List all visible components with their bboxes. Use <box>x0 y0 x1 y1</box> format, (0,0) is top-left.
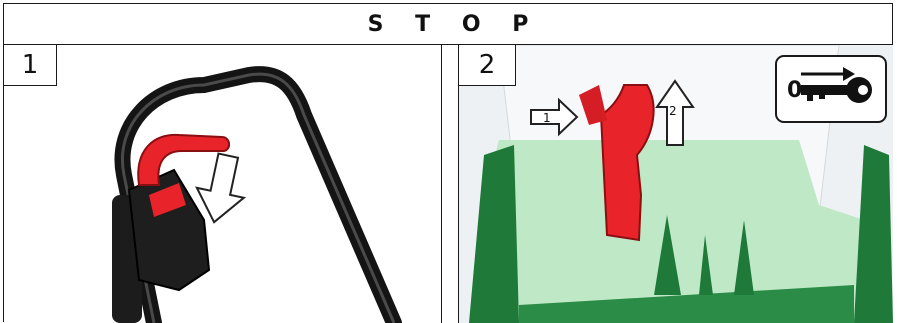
panel-1-number: 1 <box>4 45 57 86</box>
stop-header: S T O P <box>4 4 892 45</box>
arrow-1-label: 1 <box>543 111 551 125</box>
instruction-sheet: S T O P 1 2 <box>3 3 893 322</box>
key-icon: 0 <box>777 57 881 117</box>
panel-2: 2 1 2 0 <box>458 45 893 323</box>
key-hole <box>858 85 868 95</box>
key-teeth <box>807 95 825 101</box>
key-blade <box>801 85 847 95</box>
handle-lever-illustration <box>4 45 441 323</box>
stop-title: S T O P <box>356 12 541 37</box>
panel-1: 1 <box>4 45 442 323</box>
key-removed-icon-box: 0 <box>775 55 887 123</box>
key-zero-label: 0 <box>787 78 802 103</box>
arrow-2-label: 2 <box>669 104 677 118</box>
panel-gap <box>442 45 458 323</box>
panel-2-number: 2 <box>459 45 516 86</box>
